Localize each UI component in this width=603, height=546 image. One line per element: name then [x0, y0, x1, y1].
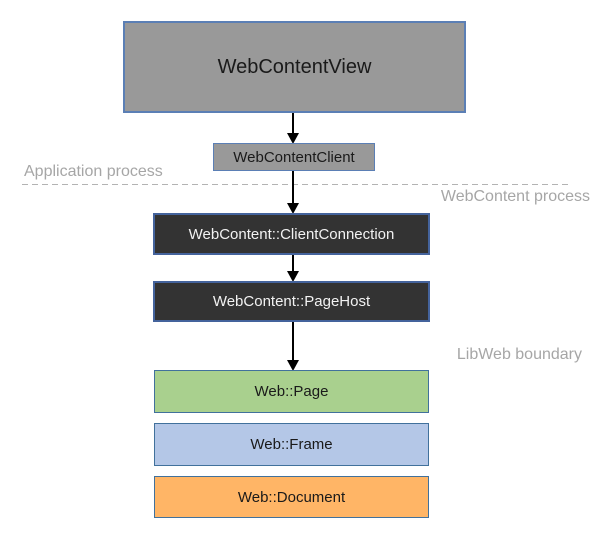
node-webcontentclient-label: WebContentClient [233, 148, 355, 166]
arrow-shaft [292, 255, 294, 271]
arrow-client-to-clientconnection [287, 171, 299, 214]
node-clientconnection: WebContent::ClientConnection [153, 213, 430, 255]
arrow-shaft [292, 322, 294, 360]
node-webcontentview-label: WebContentView [217, 55, 372, 78]
node-webframe: Web::Frame [154, 423, 429, 466]
node-webdocument: Web::Document [154, 476, 429, 518]
node-webcontentview: WebContentView [123, 21, 466, 113]
node-pagehost-label: WebContent::PageHost [212, 293, 371, 310]
zone-label-webcontent-process: WebContent process [440, 188, 590, 205]
arrow-head-icon [287, 271, 299, 282]
zone-label-application-process: Application process [24, 163, 163, 180]
node-pagehost: WebContent::PageHost [153, 281, 430, 322]
arrow-shaft [292, 113, 294, 133]
node-webdocument-label: Web::Document [237, 488, 346, 506]
process-boundary-dashed-line [22, 184, 572, 185]
arrow-shaft [292, 171, 294, 203]
arrow-head-icon [287, 203, 299, 214]
arrow-view-to-client [287, 113, 299, 144]
arrow-pagehost-to-webpage [287, 322, 299, 371]
node-webpage-label: Web::Page [254, 383, 329, 400]
node-webpage: Web::Page [154, 370, 429, 413]
node-webframe-label: Web::Frame [250, 436, 333, 453]
arrow-head-icon [287, 133, 299, 144]
arrow-clientconnection-to-pagehost [287, 255, 299, 282]
node-webcontentclient: WebContentClient [213, 143, 375, 171]
arrow-head-icon [287, 360, 299, 371]
zone-label-libweb-boundary: LibWeb boundary [456, 346, 582, 363]
node-clientconnection-label: WebContent::ClientConnection [188, 225, 395, 243]
